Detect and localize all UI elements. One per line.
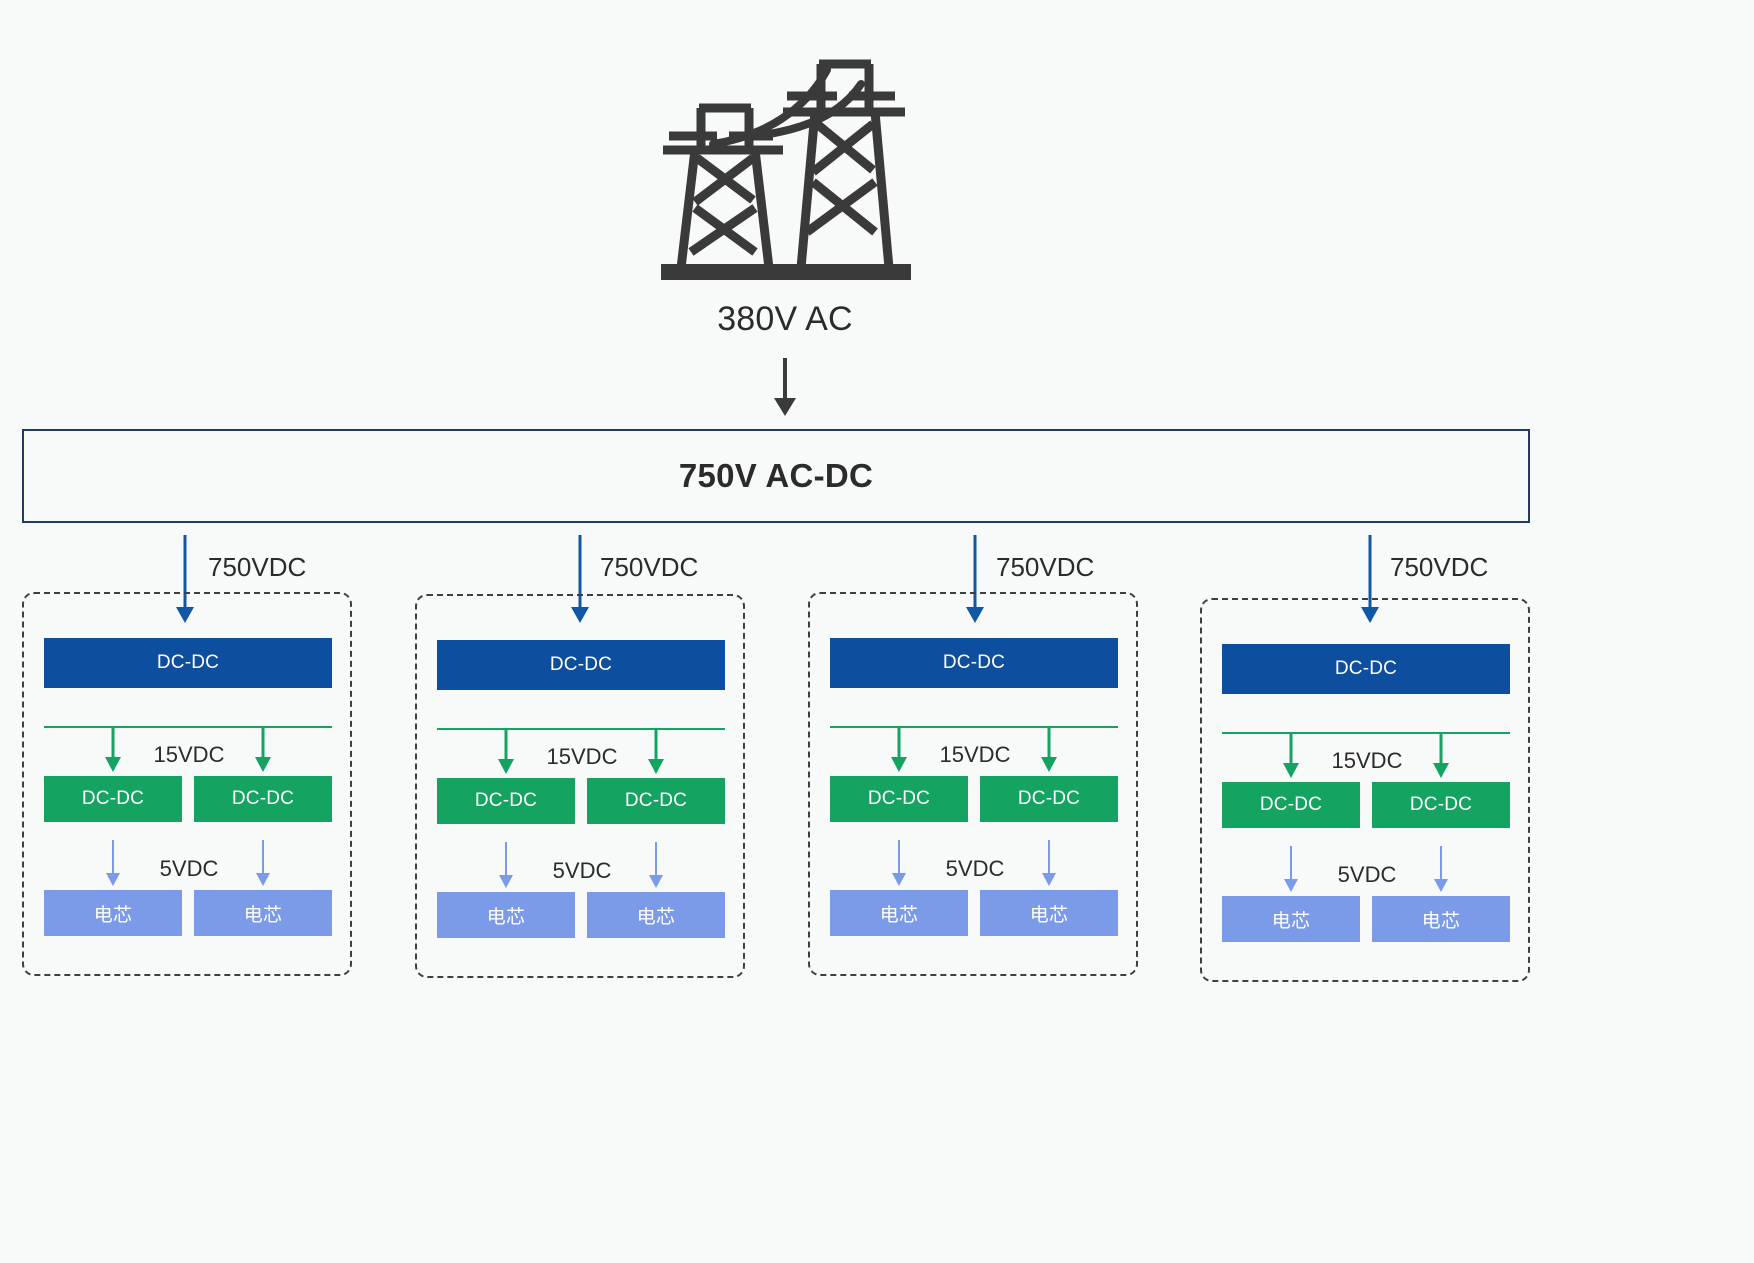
- dcdc-stage1-label-4: DC-DC: [1334, 658, 1398, 679]
- dcdc-stage2-label-1a: DC-DC: [81, 788, 145, 809]
- feeder-arrow-3-icon: [962, 535, 988, 623]
- cell-label-3b: 电芯: [1029, 904, 1069, 926]
- dcdc-stage2-box-1b: DC-DC: [194, 776, 332, 822]
- cell-box-1a: 电芯: [44, 890, 182, 936]
- cell-label-4a: 电芯: [1271, 910, 1311, 932]
- rack-group-1: DC-DC 15VDC DC-DC DC-DC 5VDC 电芯 电芯: [22, 592, 352, 976]
- dcdc-stage2-box-2b: DC-DC: [587, 778, 725, 824]
- green-arrow-2a-icon: [495, 728, 517, 774]
- input-voltage-label: 380V AC: [717, 300, 853, 338]
- dcdc-stage1-box-1: DC-DC: [44, 638, 332, 688]
- cell-label-3a: 电芯: [879, 904, 919, 926]
- dcdc-stage2-label-4a: DC-DC: [1259, 794, 1323, 815]
- blue-arrow-4a-icon: [1280, 846, 1302, 892]
- cell-box-4b: 电芯: [1372, 896, 1510, 942]
- dcdc-stage2-label-1b: DC-DC: [231, 788, 295, 809]
- dcdc-stage2-label-4b: DC-DC: [1409, 794, 1473, 815]
- dcdc-stage2-box-3a: DC-DC: [830, 776, 968, 822]
- green-arrow-4a-icon: [1280, 732, 1302, 778]
- voltage-label-15vdc-1: 15VDC: [153, 742, 225, 767]
- cell-label-4b: 电芯: [1421, 910, 1461, 932]
- dcdc-stage2-label-2a: DC-DC: [474, 790, 538, 811]
- ac-dc-converter-box: 750V AC-DC: [22, 429, 1530, 523]
- dcdc-stage2-label-3a: DC-DC: [867, 788, 931, 809]
- rack-group-3: DC-DC 15VDC DC-DC DC-DC 5VDC 电芯 电芯: [808, 592, 1138, 976]
- dcdc-stage1-box-2: DC-DC: [437, 640, 725, 690]
- green-arrow-4b-icon: [1430, 732, 1452, 778]
- blue-arrow-3b-icon: [1038, 840, 1060, 886]
- green-arrow-1a-icon: [102, 726, 124, 772]
- green-arrow-3b-icon: [1038, 726, 1060, 772]
- blue-arrow-4b-icon: [1430, 846, 1452, 892]
- feeder-label-4: 750VDC: [1390, 552, 1489, 582]
- cell-box-2b: 电芯: [587, 892, 725, 938]
- blue-arrow-2b-icon: [645, 842, 667, 888]
- feeder-label-3: 750VDC: [996, 552, 1095, 582]
- voltage-label-15vdc-3: 15VDC: [939, 742, 1011, 767]
- transmission-tower-icon: [655, 40, 915, 290]
- rack-group-4: DC-DC 15VDC DC-DC DC-DC 5VDC 电芯 电芯: [1200, 598, 1530, 982]
- ac-input-arrow-icon: [770, 358, 800, 416]
- feeder-label-1: 750VDC: [208, 552, 307, 582]
- voltage-label-15vdc-2: 15VDC: [546, 744, 618, 769]
- blue-arrow-3a-icon: [888, 840, 910, 886]
- dcdc-stage2-label-3b: DC-DC: [1017, 788, 1081, 809]
- green-arrow-3a-icon: [888, 726, 910, 772]
- feeder-label-2: 750VDC: [600, 552, 699, 582]
- cell-box-1b: 电芯: [194, 890, 332, 936]
- green-arrow-1b-icon: [252, 726, 274, 772]
- dcdc-stage1-label-1: DC-DC: [156, 652, 220, 673]
- dcdc-stage2-box-4b: DC-DC: [1372, 782, 1510, 828]
- feeder-arrow-2-icon: [567, 535, 593, 623]
- blue-arrow-1b-icon: [252, 840, 274, 886]
- dcdc-stage2-label-2b: DC-DC: [624, 790, 688, 811]
- cell-box-3b: 电芯: [980, 890, 1118, 936]
- voltage-label-15vdc-4: 15VDC: [1331, 748, 1403, 773]
- green-arrow-2b-icon: [645, 728, 667, 774]
- voltage-label-5vdc-1: 5VDC: [159, 856, 219, 881]
- dcdc-stage2-box-2a: DC-DC: [437, 778, 575, 824]
- ac-dc-converter-label: 750V AC-DC: [678, 457, 874, 494]
- bus-15vdc-4: [1222, 732, 1510, 734]
- cell-label-2a: 电芯: [486, 906, 526, 928]
- feeder-arrow-4-icon: [1357, 535, 1383, 623]
- dcdc-stage2-box-3b: DC-DC: [980, 776, 1118, 822]
- cell-label-1a: 电芯: [93, 904, 133, 926]
- voltage-label-5vdc-2: 5VDC: [552, 858, 612, 883]
- cell-label-1b: 电芯: [243, 904, 283, 926]
- cell-label-2b: 电芯: [636, 906, 676, 928]
- dcdc-stage1-label-3: DC-DC: [942, 652, 1006, 673]
- cell-box-2a: 电芯: [437, 892, 575, 938]
- dcdc-stage2-box-4a: DC-DC: [1222, 782, 1360, 828]
- dcdc-stage2-box-1a: DC-DC: [44, 776, 182, 822]
- voltage-label-5vdc-4: 5VDC: [1337, 862, 1397, 887]
- cell-box-4a: 电芯: [1222, 896, 1360, 942]
- blue-arrow-2a-icon: [495, 842, 517, 888]
- dcdc-stage1-label-2: DC-DC: [549, 654, 613, 675]
- blue-arrow-1a-icon: [102, 840, 124, 886]
- bus-15vdc-2: [437, 728, 725, 730]
- cell-box-3a: 电芯: [830, 890, 968, 936]
- dcdc-stage1-box-3: DC-DC: [830, 638, 1118, 688]
- bus-15vdc-3: [830, 726, 1118, 728]
- feeder-arrow-1-icon: [172, 535, 198, 623]
- bus-15vdc-1: [44, 726, 332, 728]
- dcdc-stage1-box-4: DC-DC: [1222, 644, 1510, 694]
- voltage-label-5vdc-3: 5VDC: [945, 856, 1005, 881]
- rack-group-2: DC-DC 15VDC DC-DC DC-DC 5VDC 电芯 电芯: [415, 594, 745, 978]
